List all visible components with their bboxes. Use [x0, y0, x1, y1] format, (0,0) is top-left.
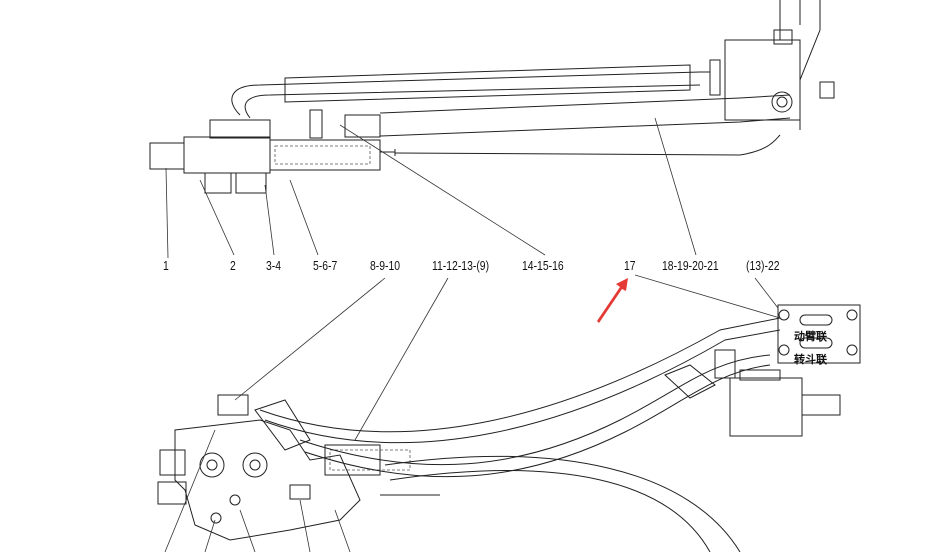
callout-17: 17 [624, 258, 636, 273]
callout-2: 2 [230, 258, 236, 273]
callout-13-22: (13)-22 [746, 258, 780, 273]
lower-leader-lines [234, 274, 781, 441]
callout-18-19-20-21: 18-19-20-21 [662, 258, 719, 273]
callout-5-6-7: 5-6-7 [313, 258, 338, 273]
boom-section-label: 动臂联 [794, 331, 827, 343]
callout-14-15-16: 14-15-16 [522, 258, 564, 273]
upper-leader-lines [165, 117, 697, 259]
upper-valve-assembly [149, 0, 835, 194]
callout-11-12-13-9: 11-12-13-(9) [432, 258, 490, 273]
red-arrow-icon [597, 278, 628, 323]
callout-3-4: 3-4 [266, 258, 282, 273]
callout-8-9-10: 8-9-10 [370, 258, 401, 273]
lower-valve-assembly [157, 304, 861, 552]
bucket-section-label: 转斗联 [794, 354, 827, 366]
callout-1: 1 [163, 258, 169, 273]
